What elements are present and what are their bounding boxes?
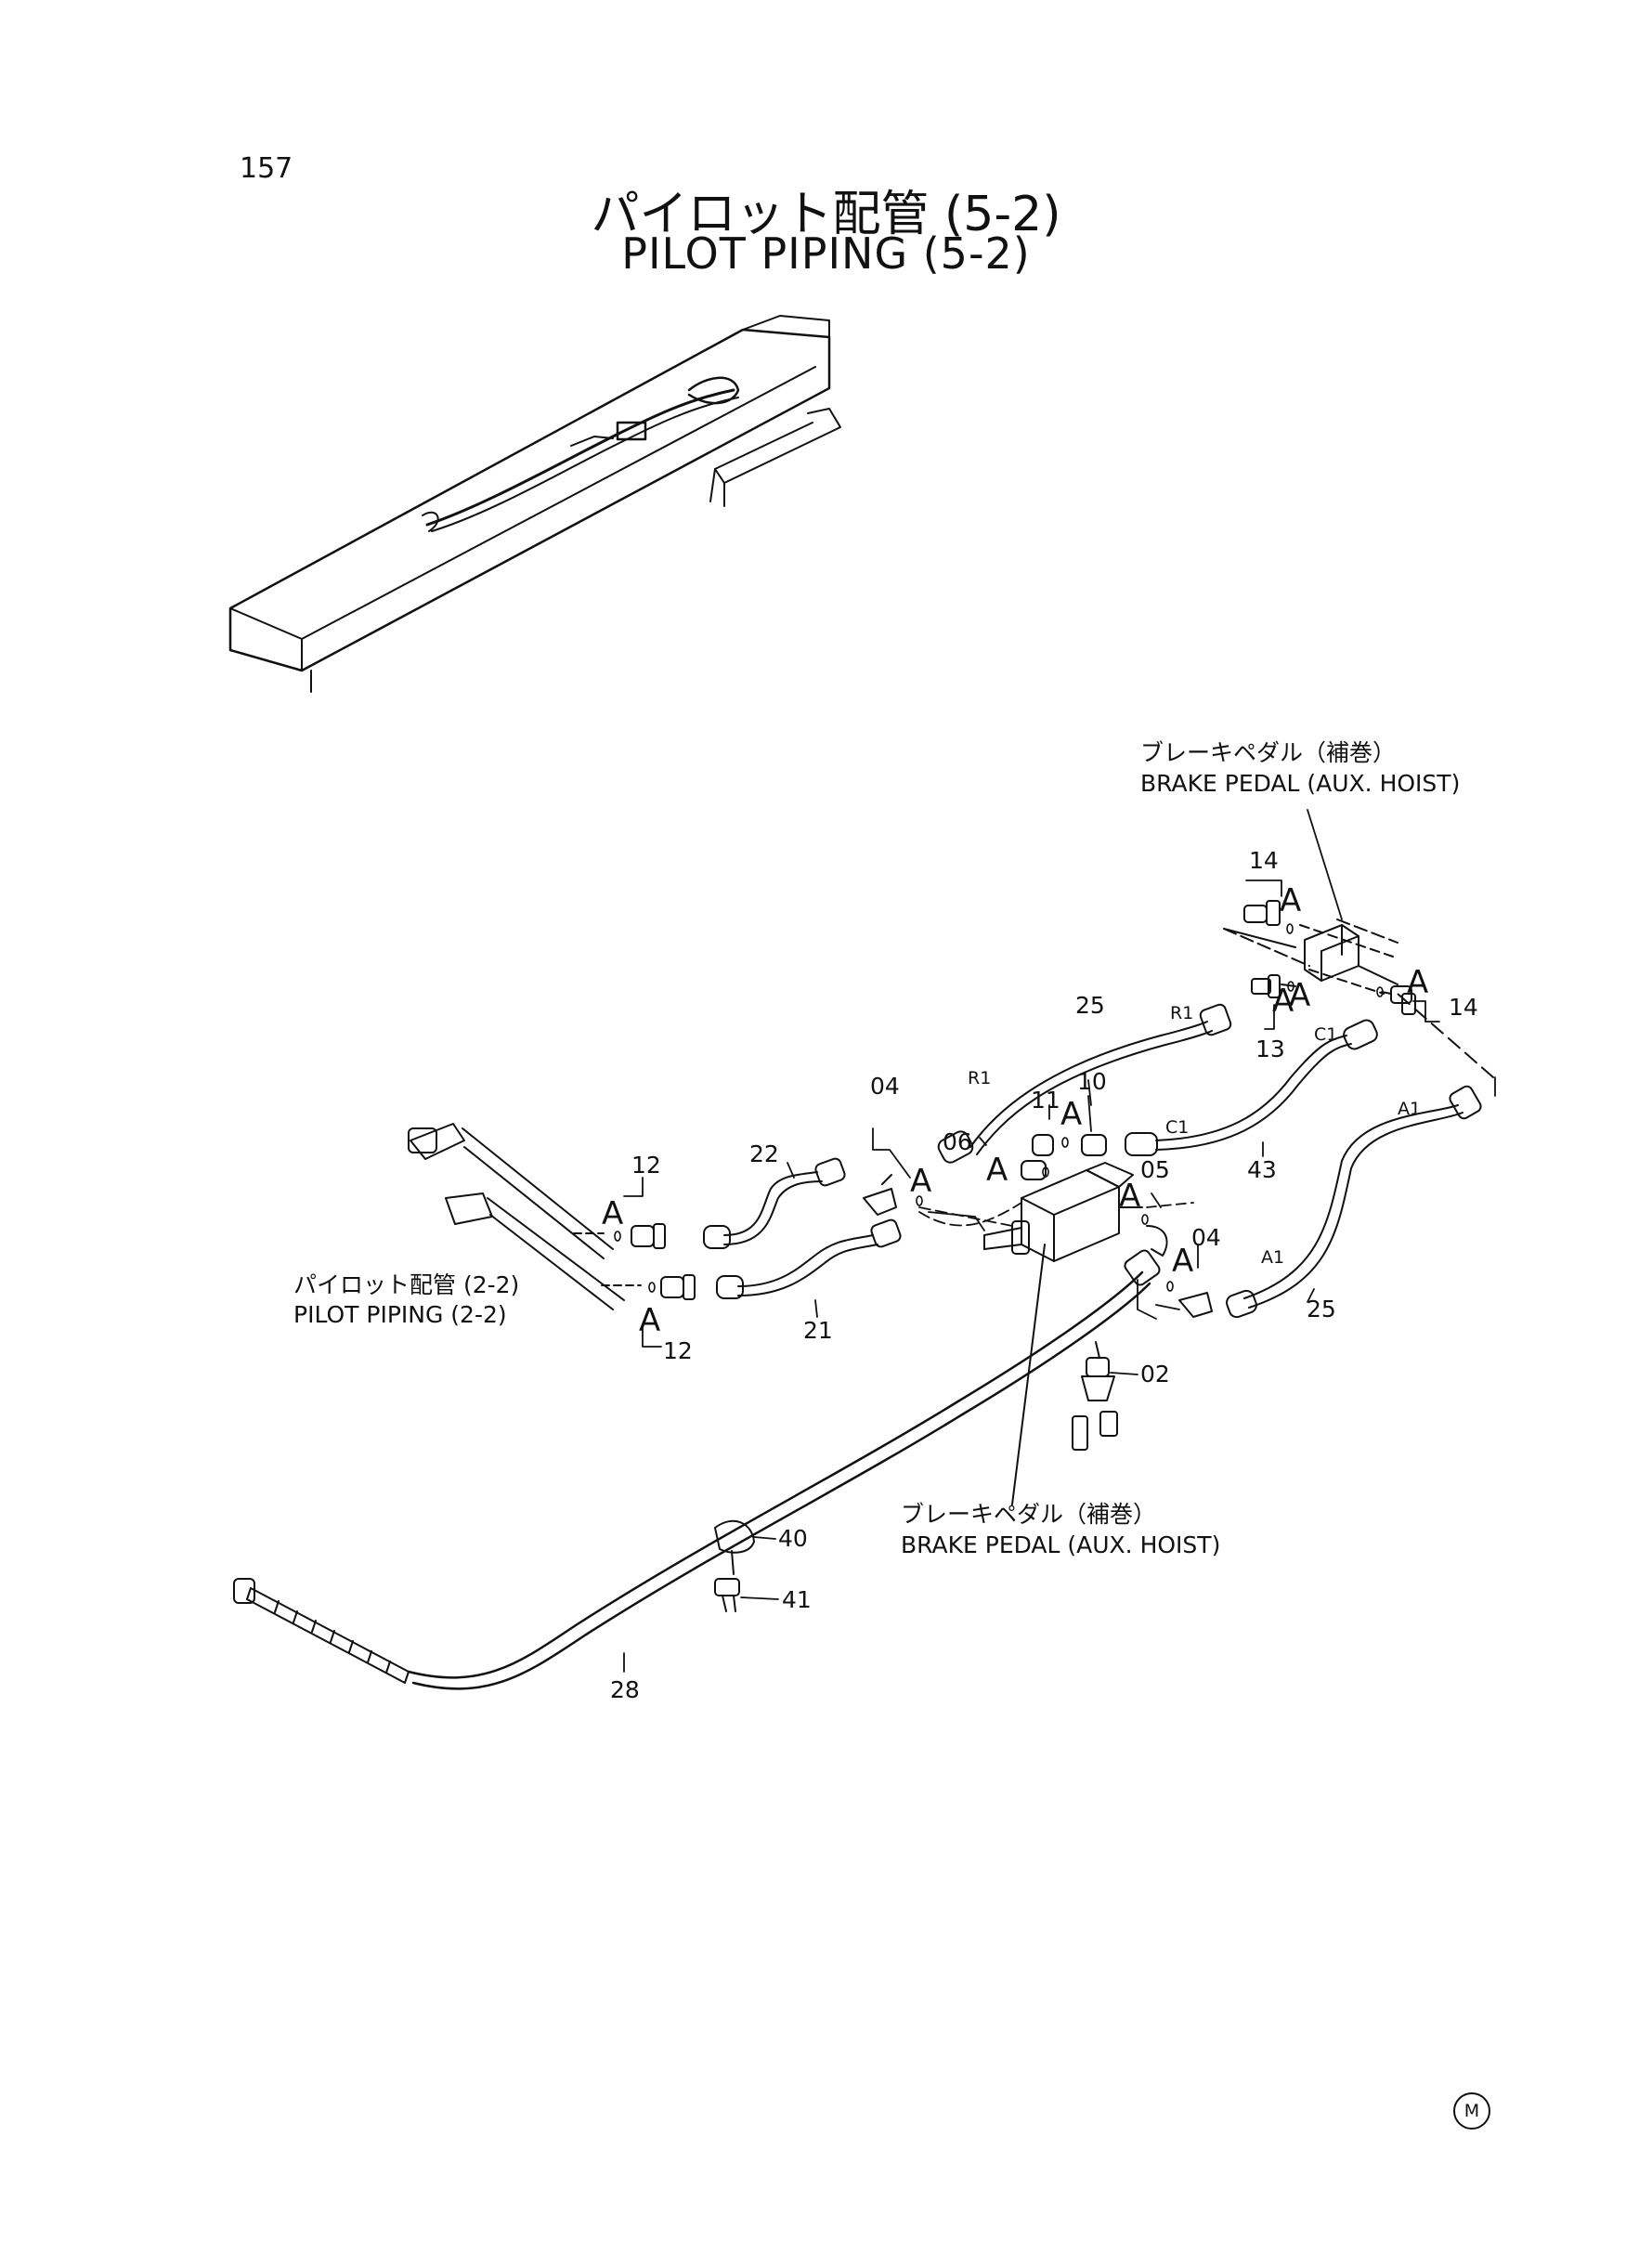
view-mark-a: A — [1272, 983, 1294, 1020]
brake-pedal-valve-block — [983, 1162, 1143, 1505]
part-number-12-upper: 12 — [631, 1152, 661, 1179]
hose-lines — [407, 1021, 1463, 1690]
part-number-14-top: 14 — [1249, 847, 1279, 874]
page-number: 157 — [240, 152, 293, 185]
part-number-02: 02 — [1140, 1361, 1170, 1388]
port-tag-c1-right: C1 — [1314, 1024, 1338, 1045]
pilot-piping-2-2-callout-en: PILOT PIPING (2-2) — [293, 1301, 507, 1328]
view-mark-a: A — [1119, 1178, 1141, 1215]
o-rings — [614, 923, 1384, 1293]
title-english: PILOT PIPING (5-2) — [621, 228, 1031, 279]
port-tag-a1-lower: A1 — [1261, 1247, 1285, 1268]
part-number-04-upper: 04 — [870, 1073, 900, 1100]
brake-pedal-lower-callout-jp: ブレーキペダル（補巻） — [901, 1501, 1157, 1528]
part-number-28: 28 — [610, 1676, 640, 1703]
brake-pedal-lower-callout-en: BRAKE PEDAL (AUX. HOIST) — [901, 1531, 1221, 1558]
machine-frame-overview — [228, 315, 841, 693]
brake-pedal-upper-assembly — [1223, 900, 1494, 1078]
view-mark-a: A — [1289, 977, 1311, 1014]
part-number-25-upper: 25 — [1075, 992, 1105, 1019]
port-tag-r1-lower: R1 — [968, 1068, 992, 1088]
port-tag-c1-left: C1 — [1165, 1117, 1190, 1138]
part-number-21: 21 — [803, 1317, 833, 1344]
view-mark-a: A — [1407, 964, 1429, 1001]
part-number-10: 10 — [1077, 1068, 1107, 1095]
small-fittings — [631, 1134, 1213, 1612]
view-mark-a: A — [1172, 1243, 1194, 1280]
part-number-41: 41 — [782, 1586, 812, 1613]
view-mark-a: A — [1280, 882, 1302, 919]
leader-lines — [623, 809, 1496, 1673]
part-number-05: 05 — [1140, 1156, 1170, 1183]
brake-pedal-upper-callout-en: BRAKE PEDAL (AUX. HOIST) — [1140, 770, 1461, 797]
part-number-22: 22 — [749, 1140, 779, 1167]
view-mark-a: A — [986, 1152, 1008, 1189]
ribbed-hose-end — [233, 1578, 410, 1684]
part-number-25-lower: 25 — [1307, 1296, 1336, 1322]
view-mark-a: A — [639, 1302, 661, 1339]
title-japanese: パイロット配管 (5-2) — [591, 187, 1061, 242]
view-mark-a: A — [1060, 1096, 1083, 1133]
part-number-12-lower: 12 — [663, 1337, 693, 1364]
part-number-04-lower: 04 — [1191, 1224, 1221, 1251]
pilot-piping-2-2-callout-jp: パイロット配管 (2-2) — [293, 1271, 520, 1298]
view-mark-a: A — [602, 1195, 624, 1232]
part-number-40: 40 — [778, 1525, 808, 1552]
part-number-14-right: 14 — [1449, 994, 1478, 1021]
part-number-06: 06 — [943, 1128, 972, 1155]
pilot-piping-2-2-pipes — [408, 1123, 642, 1310]
brake-pedal-upper-callout-jp: ブレーキペダル（補巻） — [1140, 739, 1397, 766]
part-number-11: 11 — [1031, 1087, 1060, 1114]
port-tag-a1-upper: A1 — [1398, 1099, 1422, 1119]
port-tag-r1-upper: R1 — [1170, 1003, 1194, 1023]
circled-m-mark: M — [1453, 2092, 1490, 2130]
hose-fittings — [233, 1003, 1482, 1684]
part-number-13: 13 — [1255, 1036, 1285, 1062]
view-mark-a: A — [910, 1163, 932, 1200]
part-number-43: 43 — [1247, 1156, 1277, 1183]
